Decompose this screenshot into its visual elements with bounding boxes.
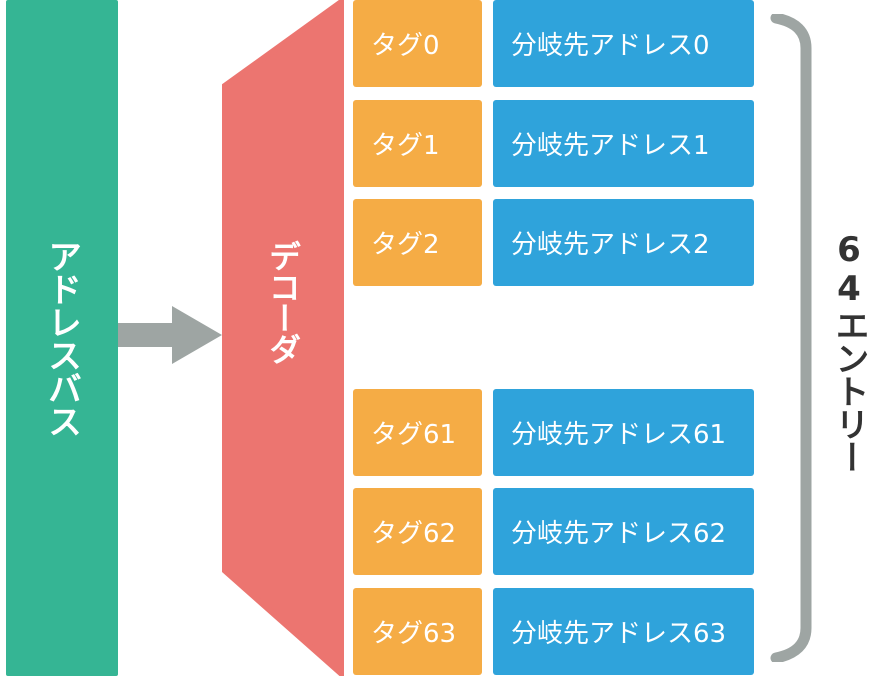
decoder-label: デコーダ: [264, 240, 302, 364]
right-arrow-icon: [118, 306, 222, 364]
tag-cell-2: タグ2: [353, 199, 482, 286]
address-cell-61: 分岐先アドレス61: [493, 389, 754, 476]
tag-cell-61: タグ61: [353, 389, 482, 476]
entries-label-wrap: 64エントリー: [818, 230, 881, 473]
decoder-label-wrap: デコーダ: [250, 240, 316, 440]
address-cell-63: 分岐先アドレス63: [493, 588, 754, 675]
address-cell-0: 分岐先アドレス0: [493, 0, 754, 87]
right-brace-icon: [770, 14, 812, 662]
tag-cell-62: タグ62: [353, 488, 482, 575]
tag-cell-0: タグ0: [353, 0, 482, 87]
address-cell-1: 分岐先アドレス1: [493, 100, 754, 187]
tag-cell-1: タグ1: [353, 100, 482, 187]
tag-cell-63: タグ63: [353, 588, 482, 675]
address-cell-2: 分岐先アドレス2: [493, 199, 754, 286]
entries-count-label: 64エントリー: [829, 230, 869, 473]
address-bus-label: アドレスバス: [41, 239, 82, 437]
address-bus-block: アドレスバス: [6, 0, 118, 676]
address-cell-62: 分岐先アドレス62: [493, 488, 754, 575]
decoder-block: [222, 0, 344, 676]
